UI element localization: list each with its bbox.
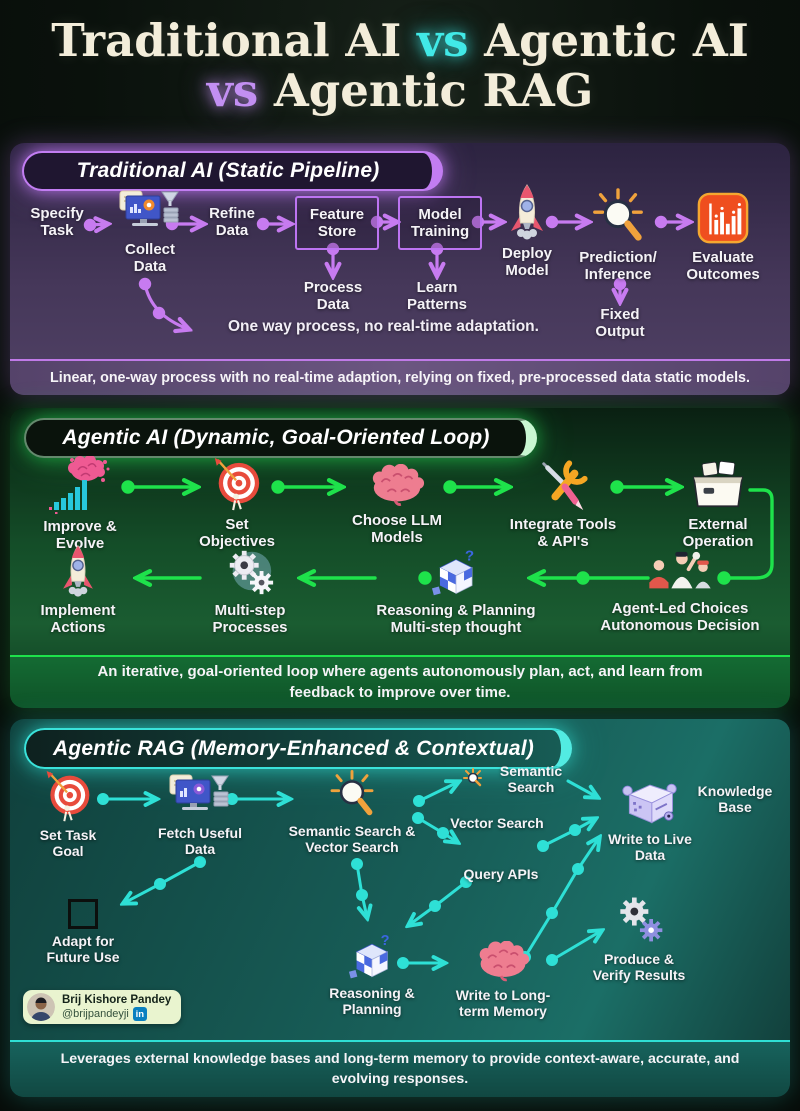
node-deploy-model: Deploy Model <box>494 183 560 280</box>
node-query-apis: Query APIs <box>463 866 539 882</box>
brain-growth-chart-icon <box>49 456 110 514</box>
node-external-operation: External Operation <box>675 460 761 551</box>
linkedin-icon[interactable]: in <box>132 1007 147 1022</box>
section-agentic-rag: Agentic RAG (Memory-Enhanced & Contextua… <box>10 719 790 1097</box>
node-vector-search: Vector Search <box>450 815 544 831</box>
puzzle-cube-icon: ? <box>348 933 390 979</box>
node-set-objectives: Set Objectives <box>194 458 280 551</box>
title-part-traditional: Traditional AI <box>51 14 402 67</box>
puzzle-cube-icon: ? <box>431 548 474 596</box>
node-rag-reasoning-planning: ? Reasoning & Planning <box>329 933 415 1018</box>
svg-text:?: ? <box>381 933 390 949</box>
node-process-data: Process Data <box>303 279 363 314</box>
node-choose-llm: Choose LLM Models <box>347 464 447 547</box>
monitor-funnel-icon <box>169 774 229 810</box>
knowledge-machine-icon <box>622 783 677 824</box>
node-integrate-tools: Integrate Tools & API's <box>505 458 621 551</box>
title-line-1: Traditional AI vs Agentic AI <box>0 16 800 66</box>
node-improve-evolve: Improve & Evolve <box>34 456 126 553</box>
traditional-summary: Linear, one-way process with no real-tim… <box>10 359 790 395</box>
vs-purple-text: vs <box>206 63 259 117</box>
node-implement-actions: Implement Actions <box>28 544 128 637</box>
magnifier-rays-icon <box>593 188 643 241</box>
node-produce-verify: Produce & Verify Results <box>587 891 691 983</box>
node-set-task-goal: Set Task Goal <box>32 771 104 859</box>
brain-icon <box>479 941 530 982</box>
node-learn-patterns: Learn Patterns <box>406 279 468 314</box>
node-model-training: Model Training <box>398 196 482 250</box>
node-reasoning-planning: ? Reasoning & Planning Multi-step though… <box>376 548 536 637</box>
section-traditional-ai: Traditional AI (Static Pipeline) <box>10 143 790 395</box>
node-collect-data: Collect Data <box>118 189 182 276</box>
page-title: Traditional AI vs Agentic AI vs Agentic … <box>0 16 800 115</box>
title-part-agentic: Agentic AI <box>484 14 749 67</box>
gears-icon <box>229 550 274 595</box>
section-header-agentic: Agentic AI (Dynamic, Goal-Oriented Loop) <box>24 418 537 458</box>
vs-cyan-text: vs <box>417 14 469 67</box>
node-evaluate-outcomes: Evaluate Outcomes <box>680 191 766 284</box>
node-specify-task: Specify Task <box>30 205 84 240</box>
avatar <box>27 993 55 1022</box>
file-box-icon <box>692 460 744 508</box>
rocket-icon <box>511 184 543 240</box>
node-agent-led-choices: Agent-Led Choices Autonomous Decision <box>580 550 780 635</box>
sparkle-magnifier-icon <box>463 768 482 787</box>
node-fetch-useful-data: Fetch Useful Data <box>150 773 250 857</box>
gears-icon <box>620 897 663 942</box>
node-multi-step-processes: Multi-step Processes <box>200 546 300 637</box>
node-refine-data: Refine Data <box>209 205 255 240</box>
author-badge[interactable]: Brij Kishore Pandey @brijpandeyji in <box>23 990 182 1025</box>
agentic-summary: An iterative, goal-oriented loop where a… <box>10 655 790 708</box>
one-way-note: One way process, no real-time adaptation… <box>228 318 539 335</box>
node-prediction-inference: Prediction/ Inference <box>575 187 661 284</box>
node-write-longterm-memory: Write to Long-term Memory <box>443 941 563 1019</box>
people-group-icon <box>649 551 711 589</box>
monitor-funnel-icon <box>119 190 179 226</box>
node-knowledge-base: Knowledge Base <box>697 783 773 816</box>
rag-summary: Leverages external knowledge bases and l… <box>10 1040 790 1097</box>
author-handle: @brijpandeyji in <box>62 1007 171 1022</box>
brain-icon <box>372 464 425 506</box>
node-semantic-vector-search: Semantic Search & Vector Search <box>277 769 427 855</box>
magnifier-rays-icon <box>330 770 374 816</box>
target-icon <box>46 771 90 822</box>
node-feature-store: Feature Store <box>295 196 379 250</box>
target-icon <box>214 458 260 511</box>
title-line-2: vs Agentic RAG <box>0 63 800 117</box>
author-name: Brij Kishore Pandey <box>62 994 172 1006</box>
tools-icon <box>542 460 588 511</box>
section-header-traditional: Traditional AI (Static Pipeline) <box>22 151 443 191</box>
section-header-rag: Agentic RAG (Memory-Enhanced & Contextua… <box>24 728 572 769</box>
square-outline-icon <box>68 899 98 929</box>
node-adapt-future-use: Adapt for Future Use <box>40 899 126 965</box>
node-semantic-search: Semantic Search <box>462 763 571 795</box>
node-fixed-output: Fixed Output <box>595 306 645 341</box>
rocket-icon <box>63 545 93 597</box>
author-text: Brij Kishore Pandey @brijpandeyji in <box>62 993 172 1022</box>
svg-text:?: ? <box>465 548 474 565</box>
section-agentic-ai: Agentic AI (Dynamic, Goal-Oriented Loop) <box>10 408 790 708</box>
bar-chart-icon <box>697 192 749 244</box>
node-write-live-data: Write to Live Data <box>600 777 700 863</box>
title-part-rag: Agentic RAG <box>273 63 594 117</box>
